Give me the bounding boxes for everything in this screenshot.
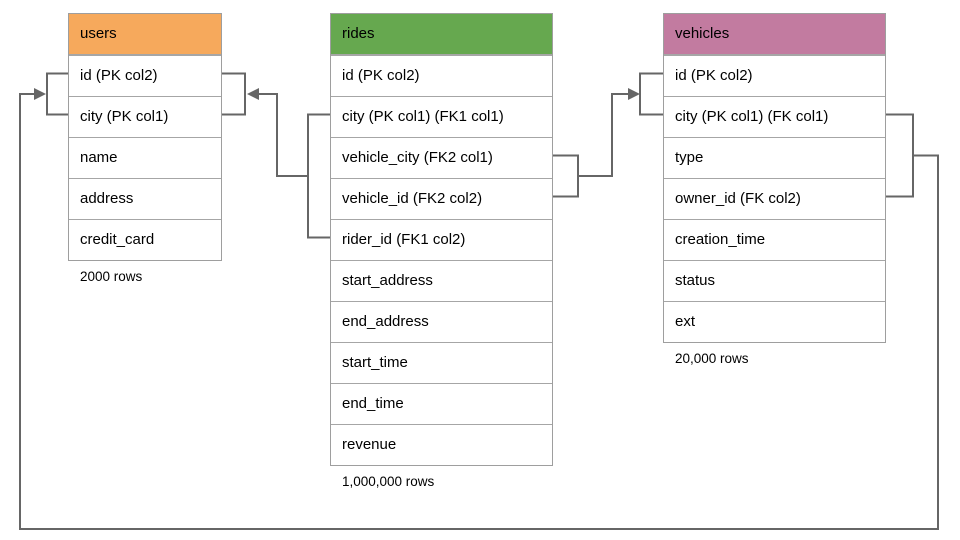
connector-rides-to-vehicles xyxy=(553,72,663,198)
table-row-rides: revenue xyxy=(331,424,552,465)
table-rides-rowcount: 1,000,000 rows xyxy=(342,474,435,489)
table-row-users: name xyxy=(69,137,221,178)
table-users-rowcount: 2000 rows xyxy=(80,269,143,284)
connector-vehicles-to-users xyxy=(19,72,939,530)
table-row-rides: city (PK col1) (FK1 col1) xyxy=(331,96,552,137)
rides-fk1-link xyxy=(259,93,308,177)
table-row-users: id (PK col2) xyxy=(69,55,221,96)
table-row-rides: vehicle_city (FK2 col1) xyxy=(331,137,552,178)
table-row-rides: end_time xyxy=(331,383,552,424)
table-row-users: address xyxy=(69,178,221,219)
table-row-vehicles: owner_id (FK col2) xyxy=(664,178,885,219)
rides-fk1-bracket xyxy=(307,113,330,239)
table-row-rides: id (PK col2) xyxy=(331,55,552,96)
table-row-vehicles: ext xyxy=(664,301,885,342)
vehicles-pk-bracket xyxy=(639,72,663,116)
users-pk-bracket xyxy=(222,72,246,116)
table-row-vehicles: status xyxy=(664,260,885,301)
table-vehicles-rowcount: 20,000 rows xyxy=(675,351,749,366)
table-vehicles-box: vehicles id (PK col2)city (PK col1) (FK … xyxy=(663,13,886,343)
vehicles-fk-link xyxy=(19,93,939,530)
table-row-rides: end_address xyxy=(331,301,552,342)
table-row-rides: rider_id (FK1 col2) xyxy=(331,219,552,260)
table-rides: rides id (PK col2)city (PK col1) (FK1 co… xyxy=(330,13,553,489)
table-row-rides: vehicle_id (FK2 col2) xyxy=(331,178,552,219)
table-vehicles: vehicles id (PK col2)city (PK col1) (FK … xyxy=(663,13,886,366)
users-pk-left-bracket xyxy=(46,72,68,116)
table-row-users: city (PK col1) xyxy=(69,96,221,137)
table-row-users: credit_card xyxy=(69,219,221,260)
connector-rides-to-users xyxy=(222,72,330,239)
table-vehicles-header: vehicles xyxy=(664,14,885,54)
table-rides-header: rides xyxy=(331,14,552,54)
table-rides-rows: id (PK col2)city (PK col1) (FK1 col1)veh… xyxy=(331,54,552,465)
table-row-vehicles: id (PK col2) xyxy=(664,55,885,96)
table-row-vehicles: creation_time xyxy=(664,219,885,260)
table-rides-box: rides id (PK col2)city (PK col1) (FK1 co… xyxy=(330,13,553,466)
arrowhead-to-users-left xyxy=(34,88,46,100)
table-row-rides: start_address xyxy=(331,260,552,301)
rides-fk2-link xyxy=(578,93,628,177)
vehicles-fk-bracket xyxy=(886,113,914,198)
arrowhead-to-vehicles xyxy=(628,88,640,100)
table-row-vehicles: type xyxy=(664,137,885,178)
arrowhead-to-users xyxy=(247,88,259,100)
rides-fk2-bracket xyxy=(553,154,579,198)
table-row-rides: start_time xyxy=(331,342,552,383)
table-row-vehicles: city (PK col1) (FK col1) xyxy=(664,96,885,137)
table-users-header: users xyxy=(69,14,221,54)
table-vehicles-rows: id (PK col2)city (PK col1) (FK col1)type… xyxy=(664,54,885,342)
